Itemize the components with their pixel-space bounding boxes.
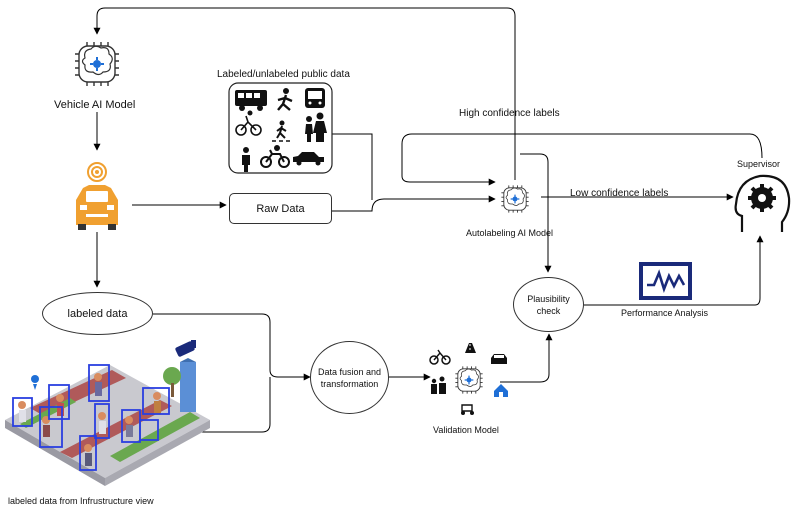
arrow-loop-to-auto	[401, 133, 763, 186]
public-data-label: Labeled/unlabeled public data	[217, 69, 350, 80]
scooter-icon	[461, 404, 474, 415]
autolabeling-brain-chip-icon	[500, 184, 530, 214]
location-marker-icon	[31, 375, 39, 390]
data-fusion-ellipse: Data fusion and transformation	[310, 341, 389, 414]
infrastructure-scene	[5, 340, 210, 486]
arrow-labeled-to-fusion	[153, 313, 311, 381]
car-icon	[76, 162, 118, 230]
supervisor-gear-head-icon	[734, 174, 791, 232]
monitor-chart-icon	[639, 262, 692, 300]
validation-brain-chip-icon	[454, 365, 484, 395]
labeled-data-ellipse: labeled data	[42, 292, 153, 335]
people-figures	[18, 373, 161, 466]
validation-satellite-icons	[429, 343, 508, 415]
high-confidence-label: High confidence labels	[459, 108, 560, 119]
connectors	[93, 7, 764, 433]
crosswalk-pedestrian-icon	[272, 120, 290, 142]
house-icon	[494, 384, 508, 397]
car-side-icon	[293, 152, 324, 166]
arrow-plausibility-to-supervisor	[584, 235, 764, 306]
motorcycle-icon	[260, 145, 290, 168]
public-data-box	[228, 82, 333, 174]
autolabeling-model-label: Autolabeling AI Model	[466, 228, 554, 238]
arrow-raw-to-auto	[332, 195, 496, 212]
vehicle-ai-model-label: Vehicle AI Model	[54, 99, 136, 111]
raw-data-box: Raw Data	[229, 193, 332, 224]
arrow-auto-to-plausibility	[520, 153, 552, 273]
camera-icon	[175, 340, 196, 357]
bicycle-icon	[429, 349, 451, 365]
pedestrian-icon	[277, 88, 293, 111]
road-icon	[465, 343, 476, 353]
supervisor-label: Supervisor	[737, 159, 781, 169]
infrastructure-view-label: labeled data from Infrustructure view	[8, 496, 154, 506]
family-icon	[431, 376, 446, 394]
cyclist-icon	[235, 110, 262, 136]
car-front-icon	[491, 354, 507, 364]
plausibility-check-ellipse: Plausibility check	[513, 277, 584, 332]
vehicle-ai-brain-chip-icon	[74, 41, 120, 87]
bus-front-icon	[305, 88, 325, 108]
arrow-validation-to-plausibility	[500, 333, 553, 383]
validation-model-label: Validation Model	[433, 425, 499, 435]
bounding-boxes	[12, 364, 170, 471]
standing-person-icon	[242, 147, 250, 172]
performance-analysis-label: Performance Analysis	[621, 308, 709, 318]
arrow-to-vehicle-ai	[93, 7, 516, 180]
bus-icon	[235, 90, 267, 111]
line-public-to-auto	[332, 133, 373, 200]
people-icon	[305, 112, 327, 142]
line-infra-to-fusion	[202, 377, 271, 433]
low-confidence-label: Low confidence labels	[570, 188, 669, 199]
